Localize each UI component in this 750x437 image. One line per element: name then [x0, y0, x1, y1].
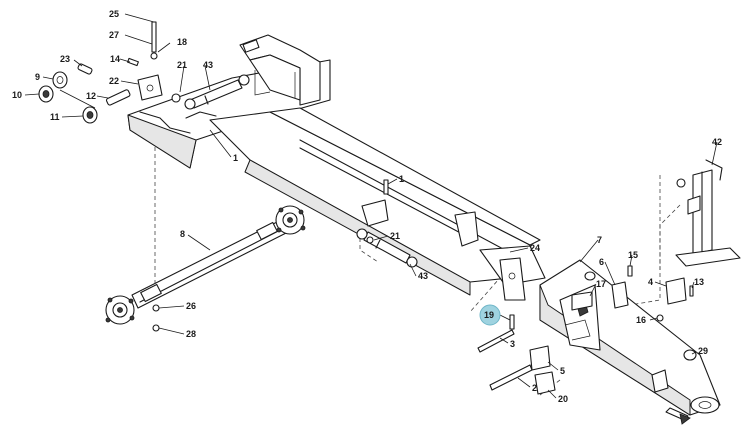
- leader-lines: [24, 13, 718, 399]
- callout-15: 15: [628, 250, 638, 260]
- axle: [105, 205, 306, 325]
- callout-6: 6: [599, 257, 604, 267]
- callout-23: 23: [60, 54, 70, 64]
- hydraulic-cylinder-top: [184, 74, 250, 110]
- main-beam: [209, 107, 546, 301]
- callout-43-middle: 43: [418, 271, 428, 281]
- callout-2: 2: [532, 383, 537, 393]
- callout-20: 20: [558, 394, 568, 404]
- callout-21-middle: 21: [390, 231, 400, 241]
- callout-4: 4: [648, 277, 653, 287]
- callout-11: 11: [50, 112, 60, 122]
- small-parts: [38, 21, 697, 425]
- highlight-marker: [479, 304, 501, 326]
- callout-1-beam: 1: [399, 174, 404, 184]
- callout-8: 8: [180, 229, 185, 239]
- callout-7: 7: [597, 235, 602, 245]
- callout-18: 18: [177, 37, 187, 47]
- callout-43-top: 43: [203, 60, 213, 70]
- callout-21-top: 21: [177, 60, 187, 70]
- callout-42: 42: [712, 137, 722, 147]
- drawbar: [539, 259, 721, 416]
- callout-29: 29: [698, 346, 708, 356]
- callout-14: 14: [110, 54, 120, 64]
- callout-28: 28: [186, 329, 196, 339]
- callout-5: 5: [560, 366, 565, 376]
- jack-stand: [675, 159, 741, 267]
- callout-1-frame: 1: [233, 153, 238, 163]
- callout-labels: 25 27 18 23 14 21 43 9 22 10 12 11 1 1 4…: [12, 9, 722, 404]
- callout-10: 10: [12, 90, 22, 100]
- callout-13: 13: [694, 277, 704, 287]
- callout-26: 26: [186, 301, 196, 311]
- callout-19: 19: [484, 310, 494, 320]
- callout-22: 22: [109, 76, 119, 86]
- callout-24: 24: [530, 243, 540, 253]
- callout-17: 17: [596, 279, 606, 289]
- rear-frame: [127, 34, 331, 169]
- callout-25: 25: [109, 9, 119, 19]
- callout-27: 27: [109, 30, 119, 40]
- callout-12: 12: [86, 91, 96, 101]
- callout-16: 16: [636, 315, 646, 325]
- callout-3: 3: [510, 339, 515, 349]
- callout-9: 9: [35, 72, 40, 82]
